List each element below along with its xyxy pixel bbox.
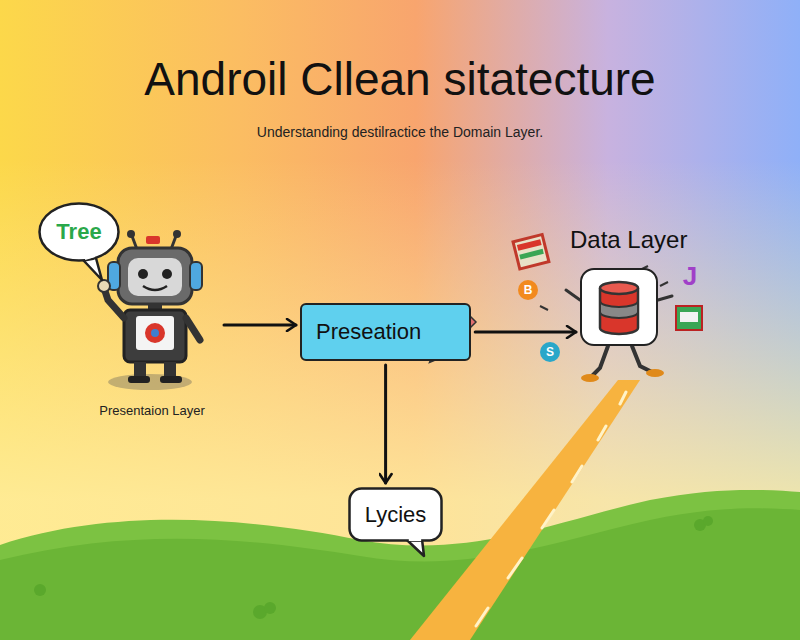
speech-bubble: Tree (38, 202, 120, 262)
robot-node: Presentaion Layer (84, 232, 220, 418)
node-label: Preseation (316, 319, 421, 345)
sticker-letter: B (524, 283, 533, 297)
database-box: Data Layer (580, 268, 658, 346)
sticker-letter: S (546, 345, 554, 359)
node-label: Presentaion Layer (99, 403, 205, 418)
process-box: Preseation (300, 303, 471, 361)
node-label: Lycies (365, 502, 427, 528)
node-label: Data Layer (570, 226, 687, 254)
sticker-letter: J (683, 261, 697, 292)
arrow-connector (475, 331, 576, 334)
title: Androil Cllean sitatecture (0, 52, 800, 106)
arrow-connector (224, 324, 296, 327)
caption: Understanding destilractice the Domain L… (0, 124, 800, 140)
arrow-connector (384, 365, 387, 483)
node-label: Tree (56, 219, 101, 245)
speech-bubble: Lycies (348, 487, 443, 542)
